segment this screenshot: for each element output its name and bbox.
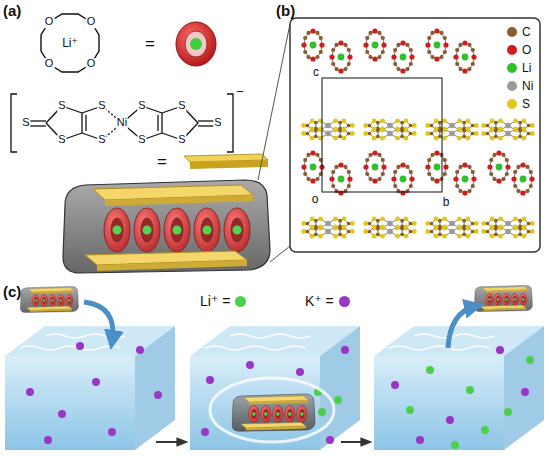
structure-frame [290,18,540,252]
atom-label: S [137,134,146,146]
crystal-device [20,286,78,312]
crystal-device [474,285,532,311]
axis-label: o [311,193,320,206]
legend-swatch [507,99,517,109]
charge-label: − [236,85,244,99]
equals-sign: = [145,35,155,53]
legend-swatch [507,27,517,37]
atom-label: S [137,100,146,112]
zoom-line [270,246,290,262]
legend-text: K⁺ = [305,294,334,309]
atom-label: S [213,117,222,129]
atom-label: O [44,16,55,28]
atom-label: S [57,134,66,146]
atom-label: S [177,100,186,112]
ni-dmit-bonds [11,94,233,152]
legend-text: O [522,44,531,57]
equals-sign: = [157,153,167,171]
legend-text: Li [522,62,531,75]
step-arrow [156,441,186,443]
atom-label: S [97,134,106,146]
crystal-device [232,394,315,431]
atom-label: O [44,58,55,70]
legend-text: C [522,26,531,39]
crown-ether-ring [41,14,99,72]
water-tanks [5,326,544,450]
legend-text: Li⁺ = [200,294,230,309]
legend-swatch [507,45,517,55]
legend-swatch [507,81,517,91]
crystal-structure [301,28,534,238]
legend-swatch [507,63,517,73]
axis-label: c [312,66,320,79]
crystal-device [63,180,270,273]
panel-label: (b) [276,3,295,19]
atom-label: Ni [116,117,128,129]
dmit-bar-icon [184,154,268,169]
zoom-line [258,24,290,180]
legend-swatch [235,296,246,307]
ion-label: Li⁺ [61,37,79,50]
unit-cell [322,78,442,192]
atom-label: S [97,100,106,112]
legend-text: Ni [522,80,533,93]
crown-icon [176,22,216,66]
legend-swatch [339,296,350,307]
step-arrow [341,441,370,443]
legend-text: S [522,98,530,111]
axis-label: b [442,196,451,209]
ions [26,342,534,449]
atom-label: S [177,134,186,146]
atom-label: S [57,100,66,112]
remove-arrow [448,306,476,348]
flow-swirl [210,378,334,442]
panel-label: (c) [3,284,21,300]
atom-label: S [21,117,30,129]
atom-label: O [86,58,97,70]
panel-label: (a) [3,3,21,19]
immerse-arrow [84,302,113,342]
atom-label: O [86,16,97,28]
